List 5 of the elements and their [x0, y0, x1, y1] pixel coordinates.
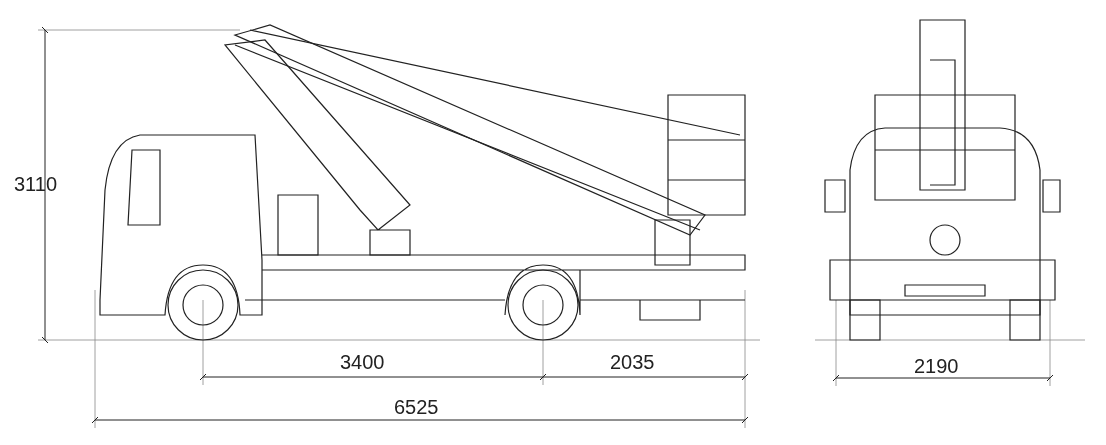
dimension-label: 3400	[340, 352, 385, 372]
dimension-label: 2190	[914, 356, 959, 376]
dimension-label: 2035	[610, 352, 655, 372]
dimension-label: 3110	[14, 174, 57, 194]
dimension-label: 6525	[394, 397, 439, 417]
